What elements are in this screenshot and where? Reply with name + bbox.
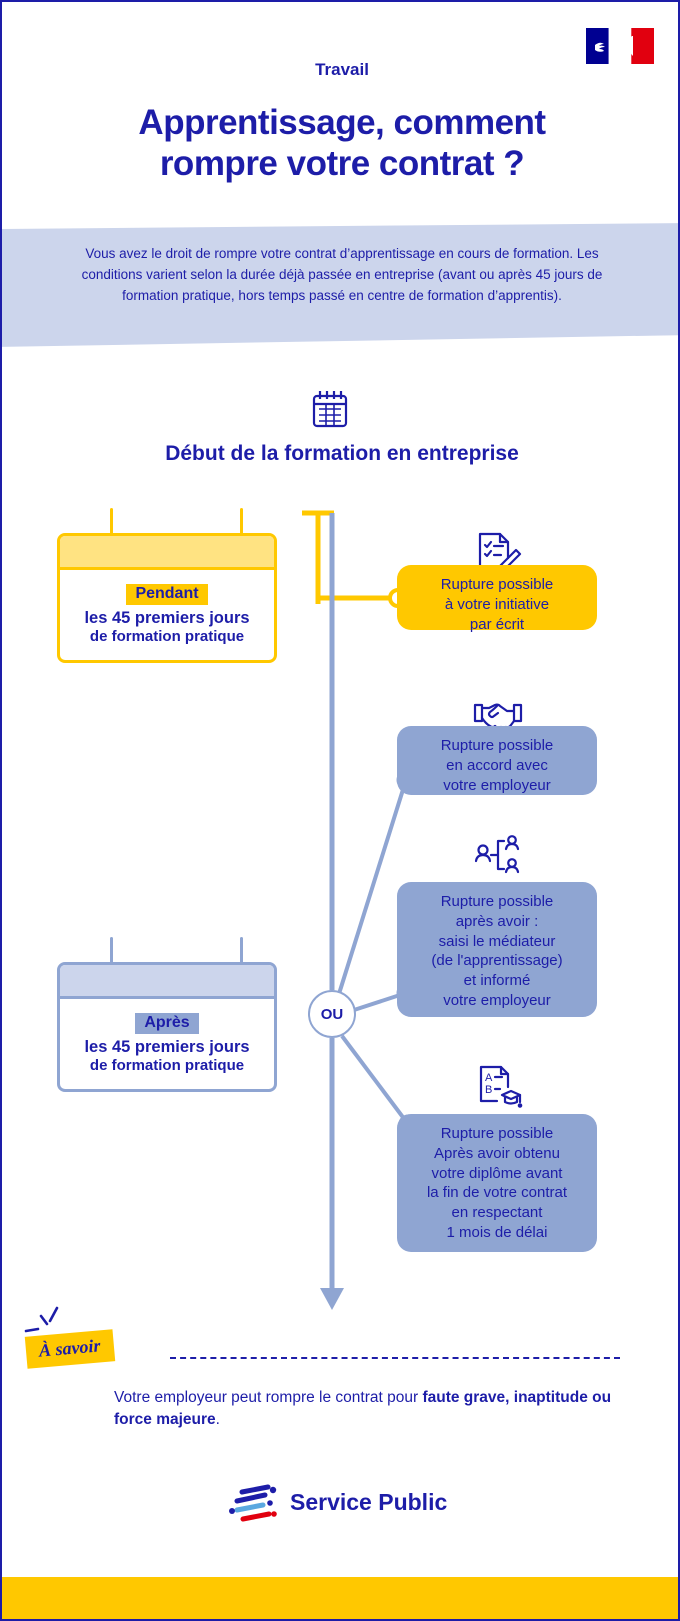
note-text-bold: faute grave, inaptitude ou force majeure <box>114 1389 612 1429</box>
calendar-ring <box>110 508 113 534</box>
svg-text:B: B <box>485 1084 492 1096</box>
bottom-accent-bar <box>2 1577 678 1619</box>
card-header-band <box>60 536 274 570</box>
period-tag: Pendant <box>126 584 208 605</box>
period-line-2: de formation pratique <box>89 1057 245 1075</box>
period-card-apres: Après les 45 premiers jours de formation… <box>57 962 277 1092</box>
brand-name: Service Public <box>290 1489 448 1515</box>
period-line-2: de formation pratique <box>89 628 245 646</box>
outcome-line: à votre initiative <box>444 595 550 613</box>
timeline-blue-spine <box>320 513 344 1310</box>
marianne-french-republic-logo <box>586 28 654 64</box>
calendar-ring <box>240 937 243 963</box>
mediator-people-icon <box>474 835 520 874</box>
period-tag: Après <box>135 1013 199 1034</box>
outcome-line: Rupture possible <box>440 1125 554 1142</box>
outcome-line: après avoir : <box>455 912 539 930</box>
outcome-line: par écrit <box>469 615 525 633</box>
period-card-pendant: Pendant les 45 premiers jours de formati… <box>57 533 277 663</box>
intro-banner <box>2 223 678 347</box>
a-savoir-badge: À savoir <box>24 1329 115 1369</box>
card-header-band <box>60 965 274 999</box>
page-title-line1: Apprentissage, comment <box>138 103 546 142</box>
calendar-ring <box>110 937 113 963</box>
section-title: Début de la formation en entreprise <box>165 442 519 465</box>
card-body: Après les 45 premiers jours de formation… <box>60 999 274 1089</box>
outcome-line: et informé <box>463 972 531 990</box>
intro-text: Vous avez le droit de rompre votre contr… <box>81 246 603 303</box>
outcome-bubble-2: Rupture possible en accord avec votre em… <box>397 726 597 795</box>
outcome-line: saisi le médiateur <box>438 932 556 950</box>
calendar-icon <box>312 391 348 428</box>
branch-line-2 <box>336 779 408 998</box>
outcome-bubble-1: Rupture possible à votre initiative par … <box>397 565 597 633</box>
svg-text:A: A <box>485 1072 493 1084</box>
kicker-label: Travail <box>315 60 369 79</box>
outcome-line: la fin de votre contrat <box>426 1184 568 1202</box>
period-line-1: les 45 premiers jours <box>84 609 250 627</box>
outcome-bubble-3: Rupture possible après avoir : saisi le … <box>397 882 597 1017</box>
outcome-line: votre employeur <box>443 776 551 794</box>
outcome-line: Rupture possible <box>440 893 554 910</box>
timeline-yellow-branch <box>302 510 408 608</box>
divider-dashed <box>170 1357 620 1359</box>
outcome-line: votre diplôme avant <box>431 1164 563 1182</box>
note-text: Votre employeur peut rompre le contrat p… <box>114 1387 614 1432</box>
card-body: Pendant les 45 premiers jours de formati… <box>60 570 274 660</box>
outcome-line: Après avoir obtenu <box>434 1144 560 1162</box>
outcome-line: 1 mois de délai <box>446 1223 548 1241</box>
note-text-end: . <box>215 1411 220 1429</box>
or-connector-node: OU <box>308 990 356 1038</box>
outcome-line: Rupture possible <box>440 737 554 754</box>
period-line-1: les 45 premiers jours <box>84 1038 250 1056</box>
branch-line-4 <box>340 1034 410 1126</box>
outcome-line: en respectant <box>451 1204 543 1222</box>
outcome-line: Rupture possible <box>440 576 554 593</box>
page-title-line2: rompre votre contrat ? <box>159 144 525 184</box>
calendar-ring <box>240 508 243 534</box>
outcome-line: votre employeur <box>443 991 551 1009</box>
page-title: Apprentissage, comment rompre votre cont… <box>2 102 678 185</box>
sparkle-icon <box>24 1306 59 1333</box>
note-text-plain: Votre employeur peut rompre le contrat p… <box>114 1389 423 1406</box>
diploma-graduation-icon: A B <box>479 1065 523 1108</box>
outcome-line: (de l'apprentissage) <box>431 952 563 970</box>
outcome-bubble-4: Rupture possible Après avoir obtenu votr… <box>397 1114 597 1252</box>
service-public-logo <box>229 1484 277 1522</box>
outcome-line: en accord avec <box>446 756 548 774</box>
